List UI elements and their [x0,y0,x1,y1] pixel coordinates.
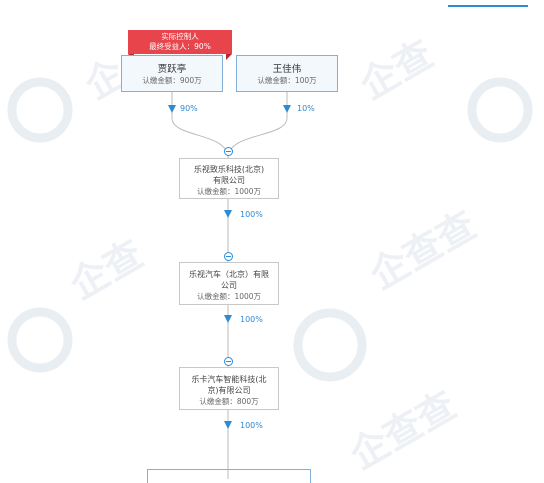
arrow-down-icon [224,315,232,323]
company-amount: 认缴金额：1000万 [196,292,262,301]
company-amount: 认缴金额：1000万 [196,187,262,196]
controller-tag: 实际控制人 最终受益人：90% [128,30,232,60]
collapse-icon[interactable] [223,357,233,366]
controller-tag-line2: 最终受益人：90% [149,42,211,51]
shareholder-name: 贾跃亭 [157,64,187,75]
shareholder-amount: 认缴金额：900万 [142,76,202,85]
share-percent: 100% [240,210,263,219]
connector-curve [171,117,229,159]
controller-tag-line1: 实际控制人 [161,32,199,41]
company-name-line: 乐卡汽车智能科技(北 [191,375,267,384]
watermark-glyph-icon: 企查查 [363,203,484,298]
company-name-line: 京)有限公司 [207,386,251,395]
company-node-3[interactable]: 乐卡汽车智能科技(北 京)有限公司 认缴金额：800万 [179,367,279,410]
collapse-icon[interactable] [223,252,233,261]
company-node-2[interactable]: 乐视汽车（北京）有限 公司 认缴金额：1000万 [179,262,279,305]
header-underline [448,5,528,7]
connector-curve [227,117,288,159]
watermark-glyph-icon: 企查查 [343,383,464,478]
watermark-logo-icon [7,77,73,143]
watermark-logo-icon [7,307,73,373]
shareholder-name: 王佳伟 [272,64,302,75]
collapse-icon[interactable] [223,147,233,156]
arrow-down-icon [224,210,232,218]
share-percent: 100% [240,421,263,430]
company-name-line: 乐视致乐科技(北京) [193,165,265,174]
shareholder-node-2[interactable]: 王佳伟 认缴金额：100万 [236,55,338,92]
company-amount: 认缴金额：800万 [199,397,259,406]
arrow-down-icon [224,421,232,429]
company-name-line: 公司 [221,281,237,290]
company-name-line: 乐视汽车（北京）有限 [189,270,269,279]
share-percent: 90% [180,104,198,113]
watermark-logo-icon [293,308,367,382]
watermark-logo-icon [467,77,533,143]
shareholder-node-1[interactable]: 贾跃亭 认缴金额：900万 [121,55,223,92]
company-name-line: 有限公司 [213,176,245,185]
target-company-node[interactable] [147,469,311,483]
watermark-glyph-icon: 企查 [63,232,151,308]
company-node-1[interactable]: 乐视致乐科技(北京) 有限公司 认缴金额：1000万 [179,158,279,199]
share-percent: 10% [297,104,315,113]
arrow-down-icon [283,105,291,113]
watermark-glyph-icon: 企查 [353,32,441,108]
share-percent: 100% [240,315,263,324]
shareholder-amount: 认缴金额：100万 [257,76,317,85]
arrow-down-icon [168,105,176,113]
